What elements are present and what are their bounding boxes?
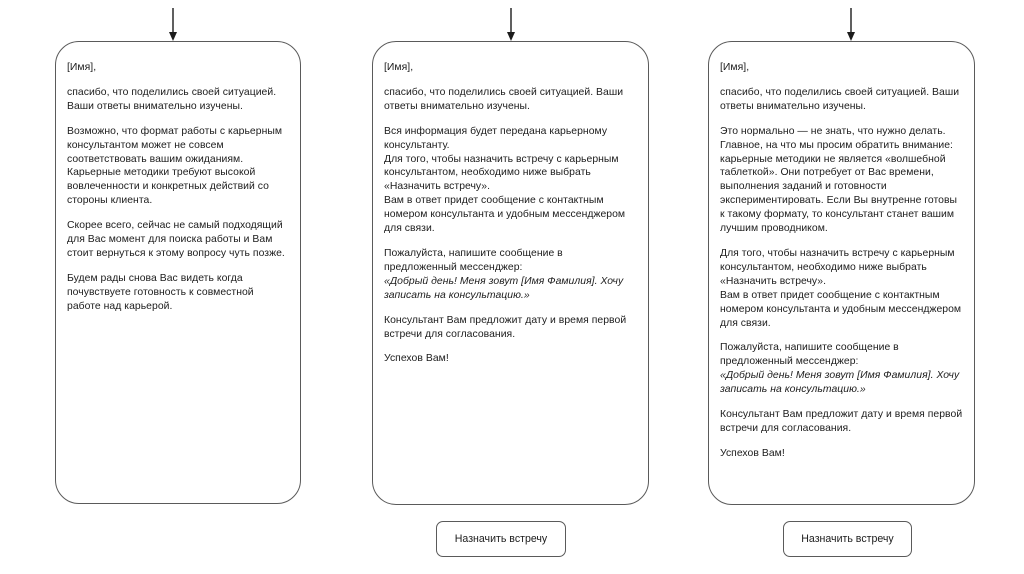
card-3-consultant-note: Консультант Вам предложит дату и время п… <box>720 409 963 434</box>
card-2-consultant-note: Консультант Вам предложит дату и время п… <box>384 314 627 340</box>
card-body: [Имя], спасибо, что поделились своей сит… <box>384 61 638 366</box>
card-1-mismatch: Возможно, что формат работы с карьерным … <box>67 125 283 207</box>
card-body: [Имя], спасибо, что поделились своей сит… <box>720 61 964 461</box>
arrow-to-card-2 <box>503 8 519 42</box>
card-1-welcome-back: Будем рады снова Вас видеть когда почувс… <box>67 272 254 312</box>
card-3-message-template: «Добрый день! Меня зовут [Имя Фамилия]. … <box>720 370 960 396</box>
message-card-handoff: [Имя], спасибо, что поделились своей сит… <box>372 41 649 505</box>
card-2-messenger-note: Пожалуйста, напишите сообщение в предлож… <box>384 247 563 273</box>
card-3-thanks: спасибо, что поделились своей ситуацией.… <box>720 86 960 112</box>
arrow-to-card-3 <box>843 8 859 42</box>
arrow-to-card-1 <box>165 8 181 42</box>
card-2-message-template: «Добрый день! Меня зовут [Имя Фамилия]. … <box>384 275 624 301</box>
card-1-greeting: [Имя], <box>67 62 97 73</box>
card-3-messenger-note: Пожалуйста, напишите сообщение в предлож… <box>720 342 899 368</box>
message-card-rejection: [Имя], спасибо, что поделились своей сит… <box>55 41 301 504</box>
card-3-expectations: Это нормально — не знать, что нужно дела… <box>720 125 958 235</box>
card-3-greeting: [Имя], <box>720 62 750 73</box>
card-3-instructions: Для того, чтобы назначить встречу с карь… <box>720 247 962 329</box>
schedule-meeting-button-3[interactable]: Назначить встречу <box>783 521 912 557</box>
card-1-thanks: спасибо, что поделились своей ситуацией.… <box>67 86 277 112</box>
message-card-expectations: [Имя], спасибо, что поделились своей сит… <box>708 41 975 505</box>
card-3-closing: Успехов Вам! <box>720 447 785 459</box>
card-2-greeting: [Имя], <box>384 62 414 73</box>
card-2-thanks: спасибо, что поделились своей ситуацией.… <box>384 86 624 112</box>
card-2-instructions: Вся информация будет передана карьерному… <box>384 125 626 235</box>
schedule-meeting-button-2[interactable]: Назначить встречу <box>436 521 566 557</box>
card-body: [Имя], спасибо, что поделились своей сит… <box>67 61 290 314</box>
card-1-timing: Скорее всего, сейчас не самый подходящий… <box>67 220 285 259</box>
card-2-closing: Успехов Вам! <box>384 353 449 365</box>
